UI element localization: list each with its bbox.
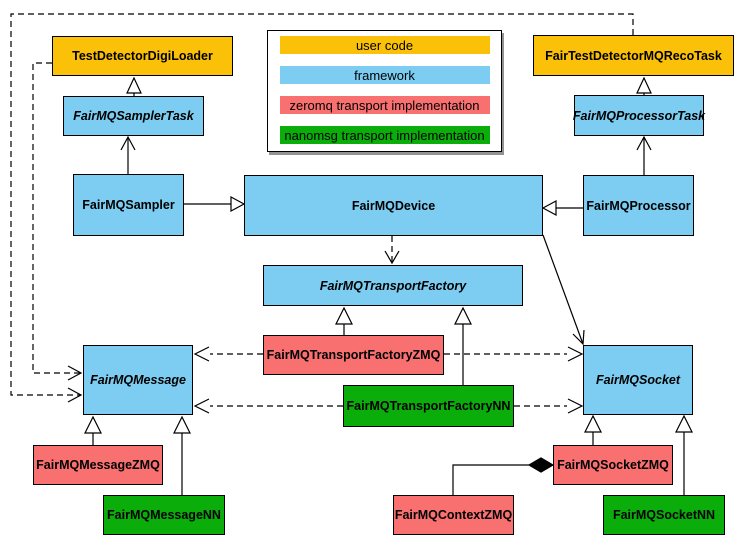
edge-socketzmq-socket-inheritance bbox=[584, 414, 602, 445]
edge-socketnn-socket-inheritance bbox=[675, 414, 693, 495]
edge-messagezmq-message-inheritance bbox=[84, 415, 102, 445]
node-fairmq-transport-factory-zmq: FairMQTransportFactoryZMQ bbox=[263, 335, 444, 375]
node-fairmq-sampler: FairMQSampler bbox=[73, 174, 184, 236]
node-fairmq-transport-factory-nn: FairMQTransportFactoryNN bbox=[343, 385, 514, 427]
legend-item-zeromq: zeromq transport implementation bbox=[279, 96, 490, 114]
node-fairmq-context-zmq: FairMQContextZMQ bbox=[393, 495, 514, 535]
open-arrowhead bbox=[572, 329, 585, 346]
edge-sampler-device-inheritance bbox=[184, 195, 246, 213]
inheritance-arrowhead bbox=[636, 76, 652, 94]
edge-processor-to-processortask bbox=[636, 135, 652, 175]
edge-digiloader-samplertask-inheritance bbox=[126, 76, 142, 96]
edge-contextzmq-socketzmq-composition bbox=[452, 457, 555, 495]
node-fairmq-socket: FairMQSocket bbox=[583, 345, 693, 415]
node-fairmq-message: FairMQMessage bbox=[83, 345, 193, 415]
node-fair-test-detector-mq-reco-task: FairTestDetectorMQRecoTask bbox=[533, 35, 734, 76]
open-arrowhead bbox=[567, 346, 584, 362]
edge-recotask-processortask-inheritance bbox=[636, 76, 652, 95]
edge-device-to-transportfactory-dashed bbox=[384, 236, 400, 265]
open-arrowhead bbox=[193, 346, 210, 362]
node-fairmq-processor-task: FairMQProcessorTask bbox=[573, 95, 705, 136]
edge-messagenn-message-inheritance bbox=[173, 415, 191, 495]
composition-diamond bbox=[527, 457, 555, 473]
inheritance-arrowhead bbox=[584, 414, 602, 433]
edge-sampler-to-samplertask bbox=[120, 135, 136, 174]
open-arrowhead bbox=[636, 135, 652, 151]
open-arrowhead bbox=[67, 387, 83, 403]
edge-tfzmq-to-socket-dashed bbox=[444, 346, 584, 362]
node-fairmq-socket-nn: FairMQSocketNN bbox=[603, 495, 725, 535]
legend-item-user-code: user code bbox=[279, 36, 490, 54]
inheritance-arrowhead bbox=[173, 415, 191, 434]
legend: user code framework zeromq transport imp… bbox=[267, 30, 502, 152]
node-fairmq-message-nn: FairMQMessageNN bbox=[103, 495, 225, 535]
open-arrowhead bbox=[120, 135, 136, 151]
open-arrowhead bbox=[384, 250, 400, 265]
node-fairmq-message-zmq: FairMQMessageZMQ bbox=[33, 445, 163, 485]
edge-tfzmq-transportfactory-inheritance bbox=[335, 306, 353, 335]
edge-digiloader-to-message-dashed bbox=[32, 62, 83, 381]
node-fairmq-socket-zmq: FairMQSocketZMQ bbox=[553, 445, 673, 485]
node-fairmq-transport-factory: FairMQTransportFactory bbox=[263, 265, 523, 306]
legend-item-nanomsg: nanomsg transport implementation bbox=[279, 126, 490, 144]
edge-recotask-to-message-dashed bbox=[10, 13, 634, 403]
open-arrowhead bbox=[193, 398, 210, 414]
edge-device-to-socket bbox=[542, 234, 585, 346]
edge-tfnn-to-socket-dashed bbox=[514, 398, 584, 414]
inheritance-arrowhead bbox=[454, 306, 472, 325]
inheritance-arrowhead bbox=[675, 414, 693, 433]
edge-tfnn-to-message-dashed bbox=[193, 398, 343, 414]
inheritance-arrowhead bbox=[126, 76, 142, 94]
node-test-detector-digi-loader: TestDetectorDigiLoader bbox=[52, 36, 233, 76]
node-fairmq-device: FairMQDevice bbox=[244, 175, 543, 236]
edge-tfzmq-to-message-dashed bbox=[193, 346, 263, 362]
inheritance-arrowhead bbox=[335, 306, 353, 325]
open-arrowhead bbox=[567, 398, 584, 414]
legend-item-framework: framework bbox=[279, 66, 490, 84]
inheritance-arrowhead bbox=[230, 195, 246, 213]
edge-tfnn-transportfactory-inheritance bbox=[454, 306, 472, 385]
inheritance-arrowhead bbox=[541, 199, 557, 217]
node-fairmq-sampler-task: FairMQSamplerTask bbox=[63, 96, 204, 136]
node-fairmq-processor: FairMQProcessor bbox=[583, 175, 694, 236]
open-arrowhead bbox=[67, 365, 83, 381]
inheritance-arrowhead bbox=[84, 415, 102, 434]
